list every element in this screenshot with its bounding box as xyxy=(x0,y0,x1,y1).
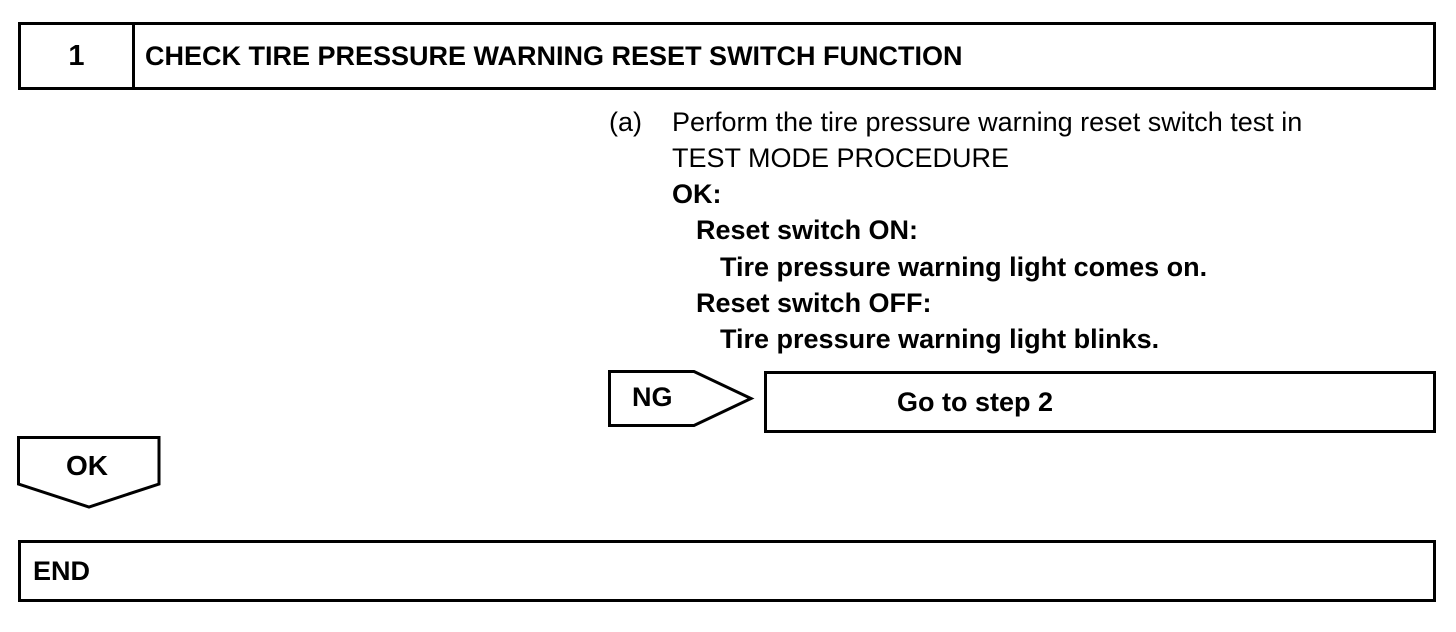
condition-1-label: Reset switch ON: xyxy=(696,215,919,245)
go-to-step-2-link[interactable]: Go to step 2 xyxy=(764,371,1436,433)
instruction-line-2: TEST MODE PROCEDURE xyxy=(672,143,1010,173)
ok-heading: OK: xyxy=(672,179,722,209)
step-header: 1 CHECK TIRE PRESSURE WARNING RESET SWIT… xyxy=(18,22,1436,90)
step-number: 1 xyxy=(21,25,135,87)
ng-label: NG xyxy=(632,382,673,412)
condition-2-label: Reset switch OFF: xyxy=(696,288,932,318)
ok-label: OK xyxy=(66,450,108,481)
ng-arrow-icon xyxy=(608,370,755,427)
instruction-line-1: Perform the tire pressure warning reset … xyxy=(672,107,1303,137)
ok-arrow-icon xyxy=(17,436,161,509)
condition-1-result: Tire pressure warning light comes on. xyxy=(720,252,1208,282)
step-title: CHECK TIRE PRESSURE WARNING RESET SWITCH… xyxy=(145,40,963,71)
instruction-marker: (a) xyxy=(609,107,642,137)
end-box: END xyxy=(18,540,1436,602)
condition-2-result: Tire pressure warning light blinks. xyxy=(720,324,1160,354)
